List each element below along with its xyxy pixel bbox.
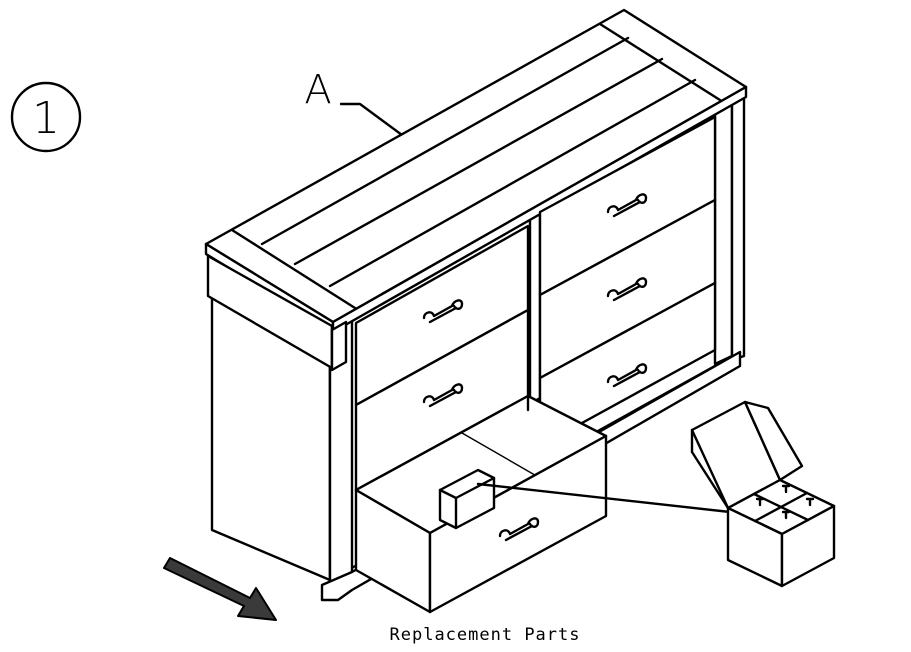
drawer-handle-icon [498,517,540,542]
box-lid-edge [690,450,730,510]
box-side [780,504,836,588]
right-pilaster [713,98,734,366]
top-plank-seam-2 [293,57,664,266]
drawer-handle-icon [422,383,464,408]
hardware-piece [781,510,791,520]
box-lid-back [743,400,804,482]
step-number: 1 [32,93,60,144]
part-label: A [304,67,331,113]
dresser [204,8,748,614]
parts-box-edge [438,488,458,500]
parts-box-edge [454,476,496,500]
drawer-handle-icon [606,363,648,388]
box-divider [753,491,809,523]
direction-arrow-icon [163,557,277,621]
drawer-open [354,394,608,614]
replacement-parts-box-icon [690,400,836,588]
drawer-handle-icon [606,277,648,302]
step-number-badge: 1 [10,81,82,153]
hardware-piece [755,497,765,507]
right-pilaster-side [730,94,746,362]
hardware-piece [805,497,815,507]
open-drawer-face [428,434,608,614]
drawer-handle-icon [422,299,464,324]
hardware-piece [781,484,791,494]
top-breadboard-left [230,228,357,310]
arrow-shape [163,557,277,621]
caption: Replacement Parts [390,625,581,645]
part-callout: A [304,67,404,137]
callout-leader-line [339,102,404,137]
top-breadboard-right [598,22,722,102]
open-drawer-floor-line [461,432,541,479]
parts-leader-line [476,482,732,514]
left-corner-bracket [330,320,348,372]
center-divider [528,203,542,406]
top-plank-seam-3 [328,78,697,288]
top-plank-seam-1 [260,36,630,246]
drawer-handle-icon [606,193,648,218]
step-number-circle-icon [10,81,82,153]
